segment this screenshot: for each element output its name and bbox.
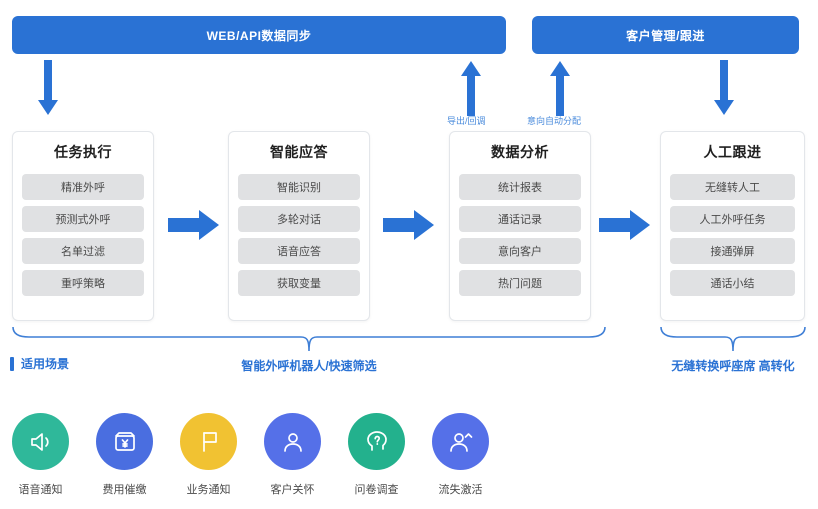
bracket-right [660, 326, 806, 352]
bracket-label-right: 无缝转换呼座席 高转化 [671, 359, 795, 373]
card-title: 任务执行 [54, 144, 112, 160]
scenario-label: 业务通知 [186, 484, 231, 496]
arrow-down-to-task-execution [37, 60, 59, 116]
flag-icon [180, 413, 237, 470]
card-data-analysis[interactable]: 数据分析 统计报表 通话记录 意向客户 热门问题 [449, 131, 591, 321]
scenario-label: 费用催缴 [102, 484, 147, 496]
card-task-execution[interactable]: 任务执行 精准外呼 预测式外呼 名单过滤 重呼策略 [12, 131, 154, 321]
list-item[interactable]: 语音应答 [238, 238, 360, 264]
speaker-icon [12, 413, 69, 470]
list-item[interactable]: 多轮对话 [238, 206, 360, 232]
list-item[interactable]: 人工外呼任务 [670, 206, 795, 232]
list-item[interactable]: 获取变量 [238, 270, 360, 296]
arrow-down-to-manual-followup [713, 60, 735, 116]
arrow-right-analysis-to-followup [599, 208, 651, 242]
head-question-icon [348, 413, 405, 470]
list-item[interactable]: 接通弹屏 [670, 238, 795, 264]
user-icon [264, 413, 321, 470]
banner-web-api-sync[interactable]: WEB/API数据同步 [12, 16, 506, 54]
scenario-label: 语音通知 [18, 484, 63, 496]
scenario-item-business-notification[interactable]: 业务通知 [180, 413, 237, 497]
user-up-arrow-icon [432, 413, 489, 470]
scenario-item-churn-reactivation[interactable]: 流失激活 [432, 413, 489, 497]
scenario-label: 问卷调查 [354, 484, 399, 496]
arrow-right-response-to-analysis [383, 208, 435, 242]
card-title: 智能应答 [270, 144, 328, 160]
list-item[interactable]: 通话记录 [459, 206, 581, 232]
section-heading-label: 适用场景 [21, 357, 70, 371]
card-manual-followup[interactable]: 人工跟进 无缝转人工 人工外呼任务 接通弹屏 通话小结 [660, 131, 805, 321]
banner-customer-management[interactable]: 客户管理/跟进 [532, 16, 799, 54]
list-item[interactable]: 统计报表 [459, 174, 581, 200]
banner-sync-label: WEB/API数据同步 [206, 28, 312, 43]
arrow-label-export: 导出/回调 [447, 116, 486, 126]
list-item[interactable]: 精准外呼 [22, 174, 144, 200]
card-title: 数据分析 [491, 144, 549, 160]
card-title: 人工跟进 [703, 144, 762, 160]
card-intelligent-response[interactable]: 智能应答 智能识别 多轮对话 语音应答 获取变量 [228, 131, 370, 321]
scenario-label: 流失激活 [438, 484, 483, 496]
arrow-label-assign: 意向自动分配 [527, 116, 582, 126]
bracket-label-left: 智能外呼机器人/快速筛选 [241, 359, 377, 373]
wallet-yuan-icon [96, 413, 153, 470]
list-item[interactable]: 预测式外呼 [22, 206, 144, 232]
list-item[interactable]: 热门问题 [459, 270, 581, 296]
scenario-item-voice-notification[interactable]: 语音通知 [12, 413, 69, 497]
list-item[interactable]: 无缝转人工 [670, 174, 795, 200]
bracket-left [12, 326, 606, 352]
banner-crm-label: 客户管理/跟进 [626, 28, 705, 43]
list-item[interactable]: 重呼策略 [22, 270, 144, 296]
section-heading-scenarios: 适用场景 [10, 355, 69, 372]
scenario-list: 语音通知 费用催缴 业务通知 [12, 413, 489, 497]
accent-bar [10, 356, 14, 371]
scenario-item-survey[interactable]: 问卷调查 [348, 413, 405, 497]
scenario-item-fee-reminder[interactable]: 费用催缴 [96, 413, 153, 497]
list-item[interactable]: 意向客户 [459, 238, 581, 264]
arrow-right-task-to-response [168, 208, 220, 242]
arrow-up-export-callback [460, 60, 482, 116]
list-item[interactable]: 通话小结 [670, 270, 795, 296]
scenario-label: 客户关怀 [270, 484, 315, 496]
list-item[interactable]: 名单过滤 [22, 238, 144, 264]
list-item[interactable]: 智能识别 [238, 174, 360, 200]
scenario-item-customer-care[interactable]: 客户关怀 [264, 413, 321, 497]
arrow-up-intent-auto-assign [549, 60, 571, 116]
